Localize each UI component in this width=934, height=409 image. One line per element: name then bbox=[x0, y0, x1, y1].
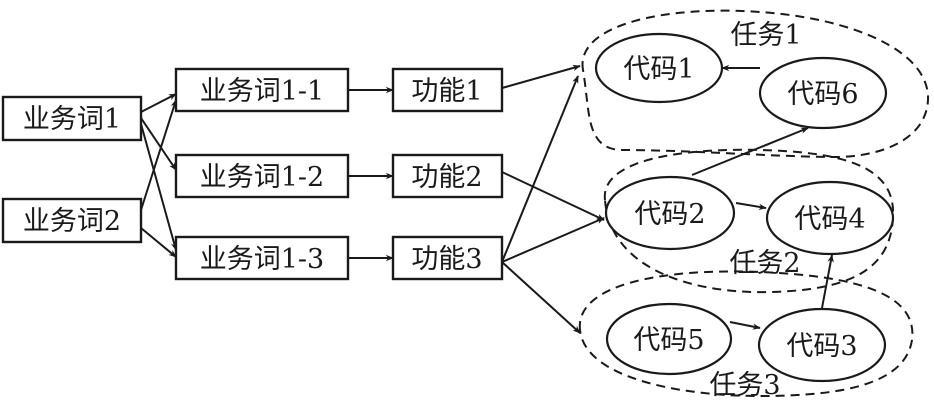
node-bw1_1-label: 业务词1-1 bbox=[200, 76, 324, 107]
node-f1-label: 功能1 bbox=[411, 76, 482, 107]
edge-f3-task1 bbox=[501, 75, 579, 263]
node-c5-label: 代码5 bbox=[633, 325, 704, 356]
node-bw1_2-label: 业务词1-2 bbox=[200, 162, 324, 193]
node-bw1_2: 业务词1-2 bbox=[174, 153, 350, 199]
node-bw1_3-label: 业务词1-3 bbox=[200, 244, 324, 275]
edge-c2-c6 bbox=[691, 127, 809, 176]
task-region-2 bbox=[603, 148, 895, 294]
edge-bw2-bw1_1 bbox=[140, 99, 177, 211]
edge-f3-c2 bbox=[501, 217, 605, 263]
node-c4-label: 代码4 bbox=[794, 204, 865, 235]
node-c3-label: 代码3 bbox=[786, 331, 857, 362]
edge-f1-task1 bbox=[501, 64, 581, 89]
edge-c3-c4 bbox=[821, 254, 834, 309]
task-label-3: 任务3 bbox=[709, 370, 780, 401]
edge-bw1-bw1_3 bbox=[140, 123, 178, 251]
edge-c5-c3 bbox=[729, 321, 761, 330]
node-bw2: 业务词2 bbox=[1, 197, 143, 244]
node-f3-label: 功能3 bbox=[411, 244, 482, 275]
node-c2: 代码2 bbox=[604, 175, 736, 251]
node-c2-label: 代码2 bbox=[634, 199, 705, 230]
node-c1: 代码1 bbox=[594, 32, 724, 104]
node-bw2-label: 业务词2 bbox=[23, 206, 121, 237]
task-region-3 bbox=[578, 270, 914, 398]
edge-bw1-bw1_1 bbox=[140, 93, 177, 113]
edge-bw1-bw1_2 bbox=[140, 117, 177, 171]
edge-f3-task3 bbox=[501, 261, 581, 334]
node-bw1_1: 业务词1-1 bbox=[174, 67, 350, 113]
node-c1-label: 代码1 bbox=[623, 54, 694, 85]
node-c4: 代码4 bbox=[765, 180, 895, 256]
node-c6-label: 代码6 bbox=[787, 79, 858, 110]
task-region-1 bbox=[581, 9, 930, 159]
node-bw1-label: 业务词1 bbox=[23, 104, 121, 135]
node-c6: 代码6 bbox=[758, 56, 888, 130]
edges bbox=[140, 64, 834, 334]
node-bw1: 业务词1 bbox=[1, 95, 143, 142]
task-label-2: 任务2 bbox=[729, 248, 800, 279]
edge-bw2-bw1_3 bbox=[140, 227, 177, 258]
node-bw1_3: 业务词1-3 bbox=[174, 235, 350, 281]
node-f2: 功能2 bbox=[391, 153, 504, 199]
node-c3: 代码3 bbox=[757, 307, 887, 383]
node-f2-label: 功能2 bbox=[411, 162, 482, 193]
node-f3: 功能3 bbox=[391, 235, 504, 281]
edge-f2-c2 bbox=[501, 171, 605, 221]
task-label-1: 任务1 bbox=[730, 20, 801, 51]
edge-c2-c4 bbox=[735, 202, 767, 210]
node-f1: 功能1 bbox=[391, 67, 504, 113]
node-c5: 代码5 bbox=[605, 302, 733, 376]
